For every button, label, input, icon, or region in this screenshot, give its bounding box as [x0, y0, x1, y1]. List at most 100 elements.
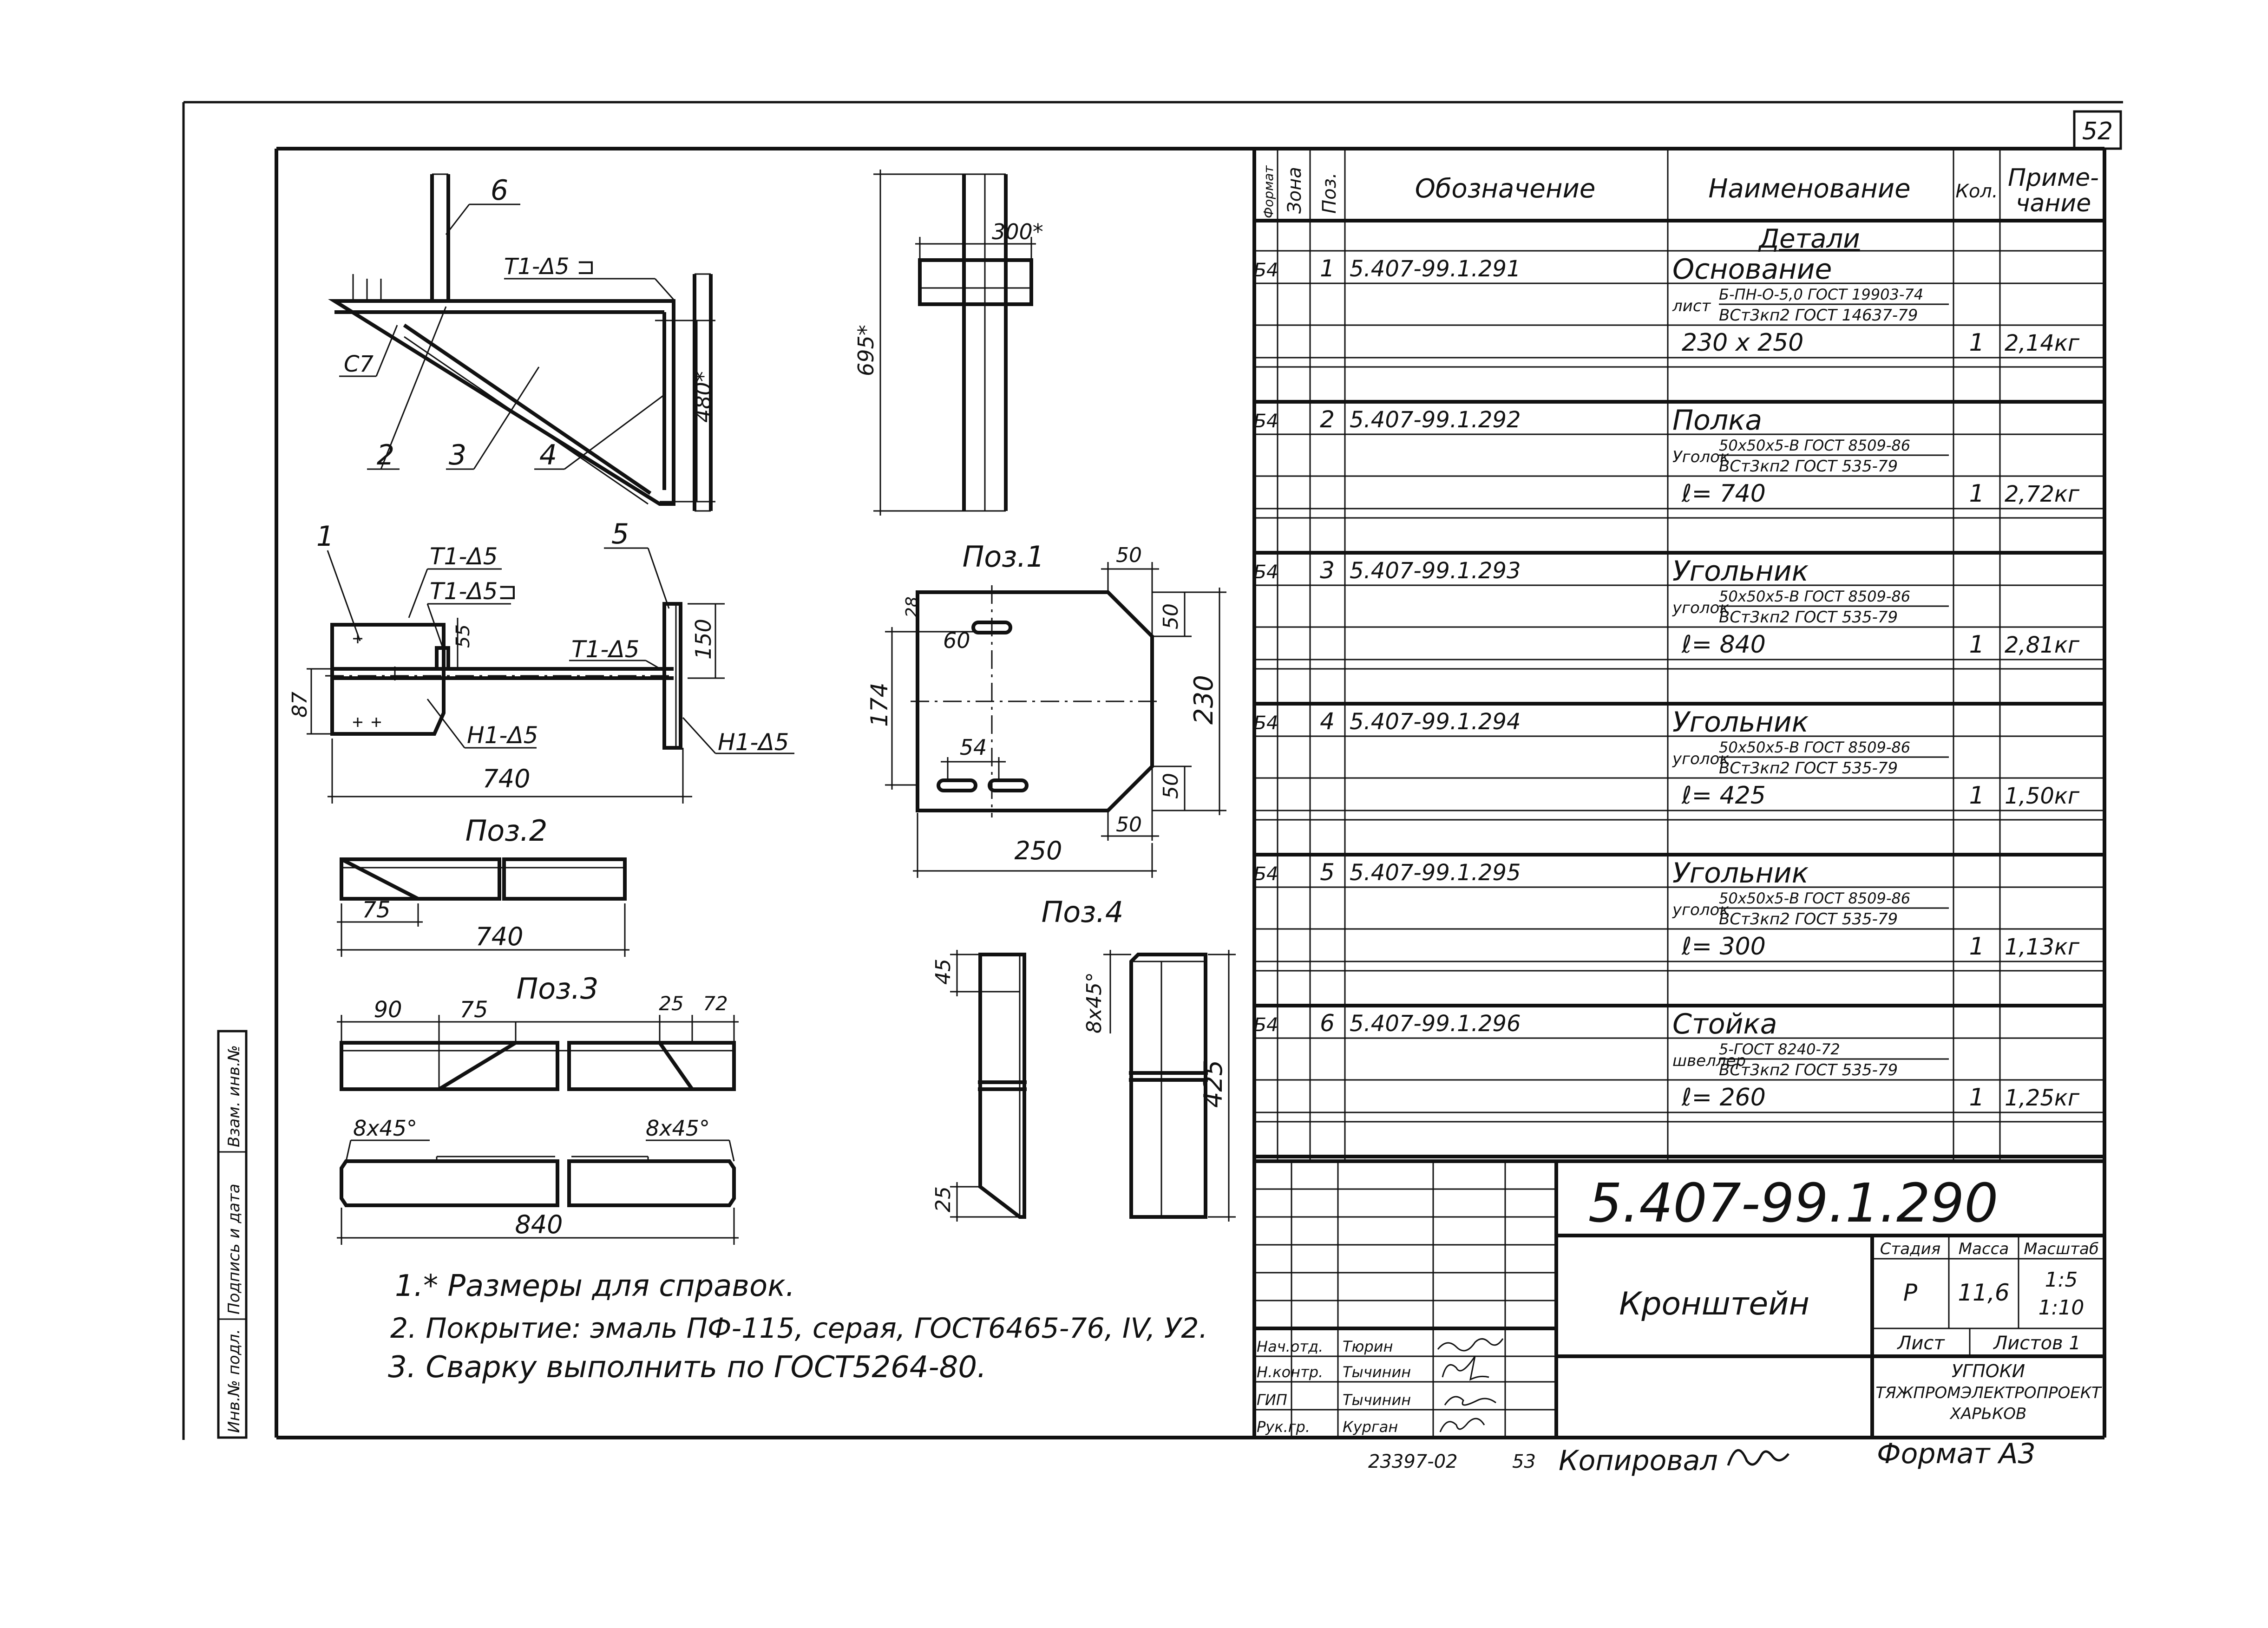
signature-2 — [1442, 1356, 1489, 1381]
spec-size-2: ℓ= 740 — [1681, 480, 1766, 508]
spec-material-prefix-5: уголок — [1672, 901, 1729, 919]
leader-6: 6 — [491, 174, 508, 207]
pos4-dim-45: 45 — [931, 959, 955, 985]
leader-3: 3 — [449, 439, 466, 471]
hdr-format: Формат — [1261, 165, 1276, 218]
plan-view: 1 5 Т1-Δ5 Т1-Δ5⊐ Т1-Δ5 Н1-Δ5 Н1-Δ5 55 15… — [288, 518, 794, 804]
leader-4: 4 — [539, 439, 557, 471]
pos2-view: Поз.2 75 740 — [337, 814, 629, 957]
spec-material-top-2: 50x50x5-В ГОСТ 8509-86 — [1719, 437, 1910, 454]
scale-value-1: 1:5 — [2045, 1268, 2078, 1292]
pos3-view: Поз.3 90 75 25 72 8x45° 8x45° 840 — [337, 972, 739, 1245]
spec-pos-6: 6 — [1320, 1010, 1335, 1037]
role-2-name: Тычинин — [1343, 1363, 1411, 1381]
spec-pos-4: 4 — [1320, 708, 1335, 735]
spec-material-bottom-5: ВСт3кп2 ГОСТ 535-79 — [1719, 910, 1898, 928]
spec-qty-3: 1 — [1969, 631, 1984, 659]
signature-4 — [1439, 1418, 1485, 1432]
spec-format-2: Б4 — [1254, 411, 1278, 432]
spec-format-1: Б4 — [1254, 260, 1278, 281]
spec-mass-4: 1,50кг — [2005, 783, 2080, 809]
dim-87: 87 — [288, 692, 312, 718]
pos1-dim-28: 28 — [903, 596, 922, 618]
section-title: Детали — [1757, 224, 1860, 254]
spec-material-bottom-1: ВСт3кп2 ГОСТ 14637-79 — [1719, 306, 1918, 325]
spec-material-top-4: 50x50x5-В ГОСТ 8509-86 — [1719, 739, 1910, 756]
hdr-qty: Кол. — [1955, 181, 1998, 202]
weld-t1-2: Т1-Δ5⊐ — [430, 578, 517, 605]
pos4-chamfer: 8x45° — [1082, 972, 1106, 1033]
spec-material-prefix-4: уголок — [1672, 750, 1729, 768]
scale-value-2: 1:10 — [2039, 1296, 2084, 1320]
spec-material-bottom-4: ВСт3кп2 ГОСТ 535-79 — [1719, 759, 1898, 778]
scale-label: Масштаб — [2024, 1240, 2099, 1258]
role-1-name: Тюрин — [1343, 1338, 1393, 1355]
spec-pos-3: 3 — [1320, 557, 1335, 584]
main-view: 480* 6 Т1-Δ5 ⊐ С7 2 3 4 — [328, 173, 716, 512]
sheets-label: Листов 1 — [1993, 1333, 2081, 1354]
spec-code-1: 5.407-99.1.291 — [1350, 256, 1521, 282]
pos3-dim-75: 75 — [459, 997, 488, 1023]
org-line-3: ХАРЬКОВ — [1949, 1405, 2027, 1423]
spec-size-4: ℓ= 425 — [1681, 782, 1766, 810]
weld-h1-2: Н1-Δ5 — [718, 729, 789, 756]
pos3-chamfer-right: 8x45° — [646, 1116, 710, 1141]
pos4-dim-425: 425 — [1199, 1060, 1228, 1108]
note-2: 2. Покрытие: эмаль ПФ-115, серая, ГОСТ64… — [390, 1312, 1208, 1345]
org-line-2: ТЯЖПРОМЭЛЕКТРОПРОЕКТ — [1875, 1384, 2102, 1402]
role-3-name: Тычинин — [1343, 1391, 1411, 1409]
footer-page: 53 — [1512, 1451, 1536, 1472]
spec-format-6: Б4 — [1254, 1014, 1278, 1036]
role-2: Н.контр. — [1257, 1363, 1323, 1381]
pos4-dim-25: 25 — [931, 1186, 955, 1212]
spec-code-3: 5.407-99.1.293 — [1350, 558, 1521, 584]
signature-3 — [1444, 1396, 1496, 1406]
spec-mass-6: 1,25кг — [2005, 1085, 2080, 1111]
spec-name-5: Угольник — [1672, 857, 1809, 889]
signature-1 — [1437, 1338, 1504, 1352]
pos1-dim-54: 54 — [960, 735, 987, 760]
spec-mass-1: 2,14кг — [2005, 330, 2080, 356]
role-4: Рук.гр. — [1257, 1418, 1310, 1436]
footer-copied: Копировал — [1559, 1445, 1718, 1477]
footer-number: 23397-02 — [1368, 1451, 1458, 1472]
stamp-inv-no: Инв.№ подл. — [225, 1329, 243, 1433]
stamp-replace-inv: Взам. инв.№ — [225, 1045, 243, 1147]
sheet-frame: 52 — [182, 101, 2123, 1440]
spec-size-3: ℓ= 840 — [1681, 631, 1766, 659]
hdr-note-1: Приме- — [2008, 164, 2099, 192]
spec-material-top-1: Б-ПН-О-5,0 ГОСТ 19903-74 — [1719, 286, 1923, 303]
spec-material-prefix-6: швеллер — [1672, 1052, 1746, 1070]
pos4-label: Поз.4 — [1042, 895, 1124, 929]
dim-300: 300* — [992, 219, 1043, 244]
spec-material-top-3: 50x50x5-В ГОСТ 8509-86 — [1719, 588, 1910, 605]
spec-material-top-6: 5-ГОСТ 8240-72 — [1719, 1040, 1840, 1058]
spec-material-prefix-3: уголок — [1672, 599, 1729, 617]
side-view: 300* 695* — [853, 170, 1043, 516]
weld-t1-3: Т1-Δ5 — [571, 636, 639, 663]
weld-t1-1: Т1-Δ5 — [430, 543, 498, 570]
drawing-title: Кронштейн — [1619, 1286, 1809, 1322]
leader-1: 1 — [316, 520, 334, 553]
note-3: 3. Сварку выполнить по ГОСТ5264-80. — [388, 1350, 986, 1385]
dim-695: 695* — [853, 325, 878, 376]
spec-code-5: 5.407-99.1.295 — [1350, 860, 1521, 886]
note-1: 1.* Размеры для справок. — [395, 1269, 795, 1303]
role-4-name: Курган — [1343, 1418, 1398, 1436]
notes: 1.* Размеры для справок. 2. Покрытие: эм… — [388, 1269, 1208, 1385]
spec-pos-2: 2 — [1320, 406, 1335, 433]
spec-name-4: Угольник — [1672, 706, 1809, 739]
title-block: 5.407-99.1.290 Кронштейн Стадия Масса Ма… — [1252, 1159, 2104, 1438]
spec-qty-4: 1 — [1969, 782, 1984, 810]
hdr-designation: Обозначение — [1415, 174, 1596, 204]
spec-mass-2: 2,72кг — [2005, 481, 2080, 507]
spec-pos-5: 5 — [1320, 859, 1335, 886]
pos1-dim-250: 250 — [1014, 836, 1062, 865]
dim-55: 55 — [452, 624, 474, 648]
sheet-label: Лист — [1896, 1333, 1945, 1354]
spec-code-4: 5.407-99.1.294 — [1350, 709, 1521, 735]
weld-h1-1: Н1-Δ5 — [467, 722, 538, 749]
spec-material-prefix-1: лист — [1672, 297, 1711, 315]
pos2-dim-740: 740 — [475, 922, 523, 951]
